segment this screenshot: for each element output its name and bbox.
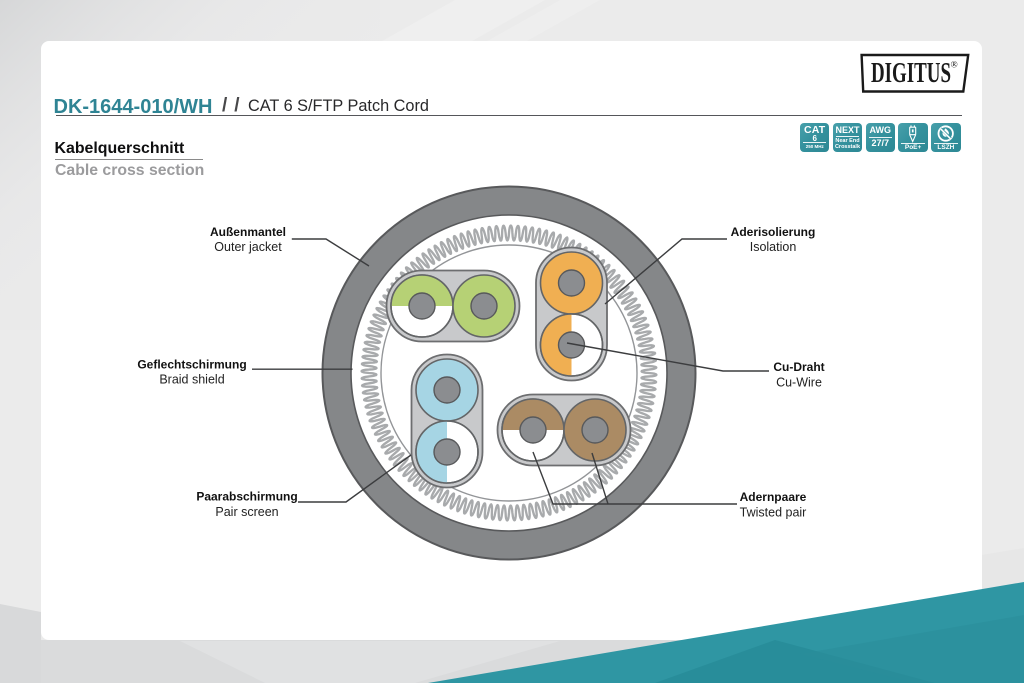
svg-text:Paarabschirmung: Paarabschirmung: [196, 490, 297, 504]
svg-text:Außenmantel: Außenmantel: [210, 225, 286, 239]
svg-text:Twisted pair: Twisted pair: [740, 506, 807, 520]
svg-text:Aderisolierung: Aderisolierung: [731, 225, 816, 239]
svg-text:Adernpaare: Adernpaare: [740, 490, 807, 504]
svg-text:Cu-Wire: Cu-Wire: [776, 376, 822, 390]
svg-text:Pair screen: Pair screen: [215, 505, 278, 519]
svg-text:Isolation: Isolation: [750, 240, 797, 254]
svg-text:Cu-Draht: Cu-Draht: [773, 360, 824, 374]
svg-text:Braid shield: Braid shield: [159, 373, 224, 387]
svg-text:Outer jacket: Outer jacket: [214, 240, 282, 254]
svg-text:Geflechtschirmung: Geflechtschirmung: [137, 358, 246, 372]
